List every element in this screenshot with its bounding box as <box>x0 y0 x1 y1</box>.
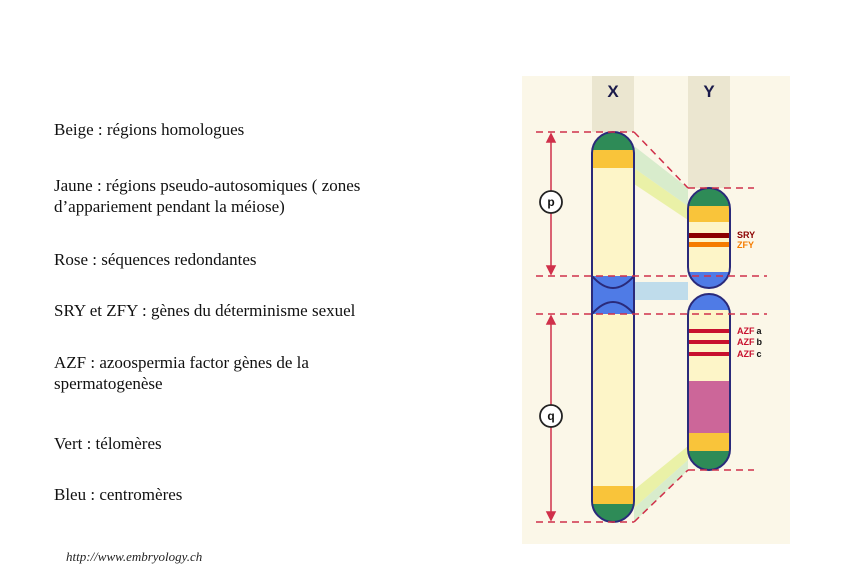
homology-link-bottom <box>634 460 688 522</box>
y-column-shade <box>688 76 730 188</box>
x-telomere-top <box>592 132 634 150</box>
y-pseudoautosomal-top <box>688 206 730 222</box>
y-centromere-bottom <box>688 294 730 310</box>
x-telomere-bottom <box>592 504 634 522</box>
xy-chromosome-diagram: X Y <box>522 76 790 544</box>
arm-p-circle <box>539 190 563 214</box>
y-redundant-sequences <box>688 381 730 433</box>
legend-item-blue: Bleu : centromères <box>54 485 183 504</box>
y-sry-band <box>688 233 730 238</box>
legend-item-sry-zfy: SRY et ZFY : gènes du déterminisme sexue… <box>54 301 356 320</box>
azf-c-prefix: AZF <box>737 349 755 359</box>
chromosome-x-label: X <box>607 82 619 101</box>
x-pseudoautosomal-bottom <box>592 486 634 504</box>
zfy-label: ZFY <box>737 240 754 250</box>
legend-item-azf: AZF : azoospermia factor gènes de la spe… <box>54 353 309 393</box>
y-telomere-top <box>688 188 730 206</box>
chromosome-y-q <box>688 294 730 470</box>
x-column-shade <box>592 76 634 132</box>
pseudoautosomal-link-bottom <box>634 446 688 508</box>
dashed-guides <box>536 131 767 523</box>
chromosome-y-p <box>688 188 730 288</box>
pseudoautosomal-link-top <box>634 168 688 220</box>
sry-label: SRY <box>737 230 755 240</box>
azf-c-suffix: c <box>757 349 762 359</box>
y-azfc-band <box>688 352 730 356</box>
homology-link-top <box>634 146 688 206</box>
azf-b-suffix: b <box>757 337 763 347</box>
y-telomere-bottom <box>688 451 730 470</box>
azf-b-prefix: AZF <box>737 337 755 347</box>
x-pseudoautosomal-top <box>592 150 634 168</box>
y-q-outline <box>687 293 731 471</box>
diagram-panel <box>522 76 790 544</box>
azf-a-suffix: a <box>757 326 763 336</box>
arm-p-label: p <box>547 195 554 209</box>
azf-a-prefix: AZF <box>737 326 755 336</box>
y-azfb-band <box>688 340 730 344</box>
source-url: http://www.embryology.ch <box>66 549 203 564</box>
y-zfy-band <box>688 242 730 247</box>
arm-q-label: q <box>547 409 554 423</box>
legend-item-pink: Rose : séquences redondantes <box>54 250 257 269</box>
legend-item-yellow: Jaune : régions pseudo-autosomiques ( zo… <box>54 176 361 216</box>
chromosome-x <box>592 132 634 522</box>
y-azfa-band <box>688 329 730 333</box>
centromere-link <box>634 282 688 300</box>
arm-q-circle <box>539 404 563 428</box>
y-p-outline <box>687 187 731 289</box>
y-pseudoautosomal-bottom <box>688 433 730 451</box>
legend-item-beige: Beige : régions homologues <box>54 120 245 139</box>
x-centromere-pinch <box>591 275 635 315</box>
legend-item-green: Vert : télomères <box>54 434 162 453</box>
chromosome-y-label: Y <box>703 82 715 101</box>
